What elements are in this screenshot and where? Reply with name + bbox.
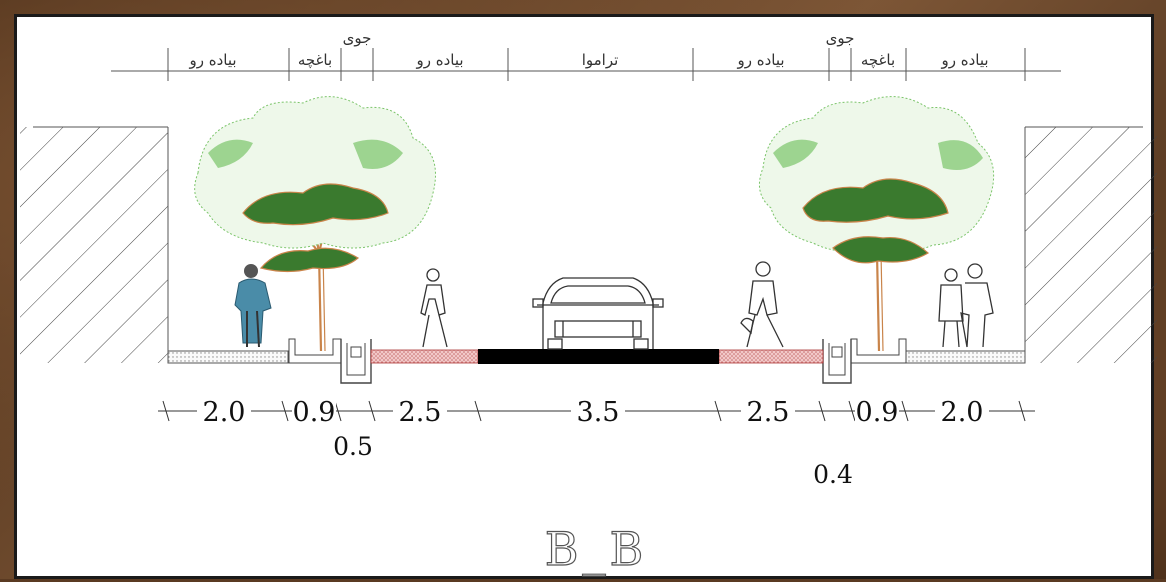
pedestrian-right-walking bbox=[740, 261, 784, 348]
left-ditch bbox=[340, 339, 372, 384]
zone-label-walk-left: بیاده رو bbox=[415, 51, 463, 69]
zone-label-tram: تراموا bbox=[582, 51, 619, 69]
dim-left-garden: 0.9 bbox=[293, 397, 336, 428]
left-planter bbox=[288, 338, 342, 364]
right-planter bbox=[850, 338, 907, 364]
zone-label-sidewalk-right: بیاده رو bbox=[940, 51, 988, 69]
right-ditch bbox=[822, 339, 852, 384]
tram-track bbox=[478, 349, 719, 364]
right-building-wall bbox=[1024, 126, 1157, 363]
right-walkway bbox=[718, 349, 824, 364]
pedestrian-left-blue bbox=[234, 264, 272, 348]
dim-right-ditch: 0.4 bbox=[813, 460, 853, 489]
dim-tram: 3.5 bbox=[577, 397, 620, 428]
dim-right-sidewalk: 2.0 bbox=[941, 397, 984, 428]
zone-label-walk-right: بیاده رو bbox=[736, 51, 784, 69]
section-title: B_B bbox=[545, 522, 648, 576]
zone-label-ditch-left: جوی bbox=[343, 29, 372, 47]
pedestrian-group-right bbox=[938, 263, 994, 348]
dim-left-walk: 2.5 bbox=[399, 397, 442, 428]
right-tree bbox=[758, 96, 995, 352]
top-zone-ruler bbox=[111, 48, 1061, 81]
dim-left-ditch: 0.5 bbox=[333, 432, 373, 461]
left-sidewalk-surface bbox=[167, 350, 289, 364]
left-building-wall bbox=[20, 126, 169, 363]
zone-label-garden-left: باغچه bbox=[298, 51, 332, 69]
dim-left-sidewalk: 2.0 bbox=[203, 397, 246, 428]
dim-right-garden: 0.9 bbox=[856, 397, 899, 428]
drawing-sheet: بیاده رو باغچه جوی بیاده رو تراموا بیاده… bbox=[14, 14, 1157, 579]
dim-right-walk: 2.5 bbox=[747, 397, 790, 428]
pedestrian-left-walking bbox=[420, 268, 448, 348]
zone-label-sidewalk-left: بیاده رو bbox=[188, 51, 236, 69]
zone-label-ditch-right: جوی bbox=[826, 29, 855, 47]
left-walkway bbox=[370, 349, 479, 364]
right-sidewalk-surface bbox=[905, 350, 1026, 364]
left-tree bbox=[194, 96, 436, 352]
tram-vehicle bbox=[532, 277, 664, 350]
zone-label-garden-right: باغچه bbox=[861, 51, 895, 69]
